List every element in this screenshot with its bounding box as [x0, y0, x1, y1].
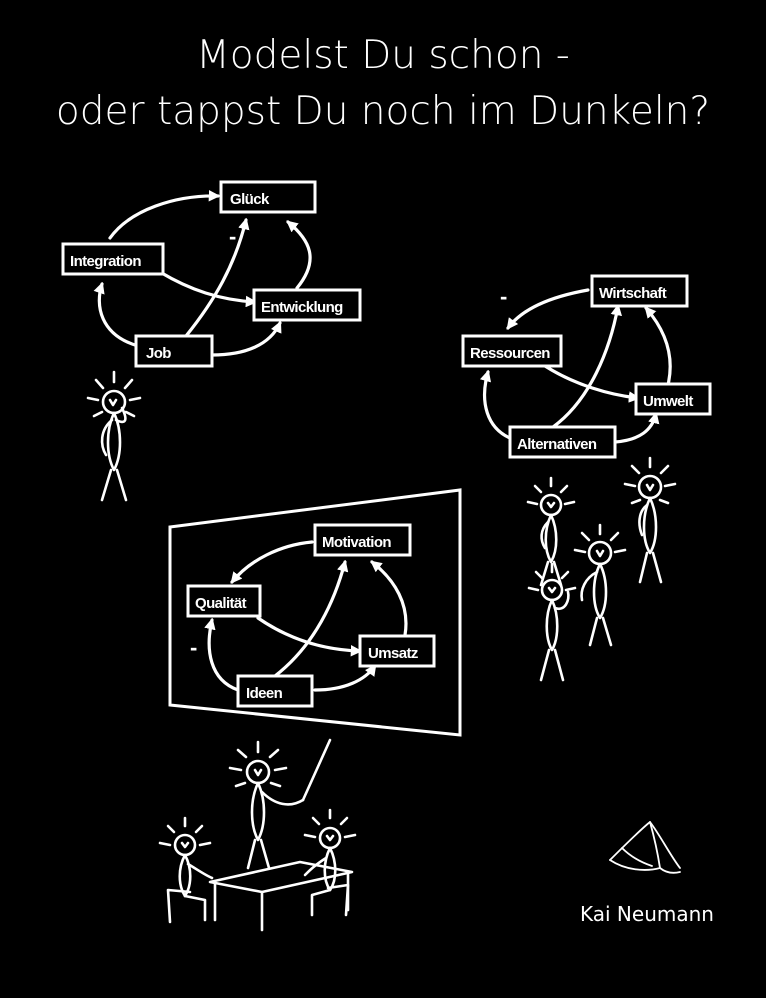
stick-figure-icon [228, 738, 332, 870]
node-umsatz-box [358, 634, 436, 668]
node-umwelt-box [634, 382, 712, 416]
arrow-icon [158, 270, 258, 308]
node-motivation: Motivation [322, 534, 391, 551]
diagram-1-arrows [93, 190, 312, 357]
table [208, 860, 354, 894]
author-name: Kai Neumann [580, 902, 714, 926]
thinking-light-icon [623, 456, 677, 505]
node-ressourcen: Ressourcen [470, 345, 550, 362]
title-line-2: oder tappst Du noch im Dunkeln? [55, 89, 711, 134]
arrow-icon [184, 217, 250, 338]
node-entwicklung: Entwicklung [261, 299, 343, 316]
node-motivation-box [313, 523, 412, 557]
thinking-light-icon [526, 476, 576, 506]
node-ressourcen-box [461, 334, 563, 368]
stick-figure-icon [527, 562, 577, 682]
thinking-light-icon [527, 562, 577, 592]
presentation-screen: Motivation Qualität Umsatz Ideen - [168, 488, 462, 737]
arrow-icon [93, 281, 140, 348]
arrow-icon [230, 540, 314, 584]
arrow-icon [370, 560, 408, 637]
arrow-icon [479, 369, 517, 442]
node-wirtschaft-box [590, 274, 689, 308]
arrow-icon [543, 364, 641, 403]
stick-figure-icon [303, 808, 357, 917]
minus-sign: - [190, 635, 197, 660]
thinking-light-icon [303, 808, 357, 839]
thinking-light-icon [228, 740, 288, 788]
node-glueck: Glück [230, 191, 270, 208]
arrow-icon [551, 303, 623, 429]
thinking-light-icon [573, 523, 627, 554]
title-line-1: Modelst Du schon - [196, 33, 570, 78]
node-qualitaet-box [186, 584, 262, 618]
node-integration-box [61, 242, 165, 276]
thinking-light-icon [86, 370, 142, 418]
node-qualitaet: Qualität [195, 595, 247, 612]
signature-logo-icon [609, 821, 681, 874]
arrow-icon [273, 559, 349, 678]
diagram-1: Glück Integration Entwicklung Job - [61, 180, 362, 368]
node-glueck-box [219, 180, 317, 214]
stick-figure-group [526, 456, 677, 682]
arrow-icon [613, 411, 660, 444]
node-job-box [134, 334, 214, 368]
diagram-2: Wirtschaft Ressourcen Umwelt Alternative… [461, 274, 712, 459]
arrow-icon [506, 288, 590, 330]
stick-figure-icon [526, 476, 576, 587]
node-wirtschaft: Wirtschaft [599, 285, 667, 302]
thinking-light-icon [158, 816, 212, 847]
arrow-icon [313, 664, 377, 692]
chair [166, 888, 192, 924]
arrow-icon [644, 306, 672, 387]
arrow-icon [108, 190, 221, 240]
arrow-icon [286, 220, 312, 290]
stick-figure-icon [573, 523, 627, 647]
stick-figure-icon [86, 370, 142, 502]
node-integration: Integration [70, 253, 141, 270]
meeting-scene [158, 738, 357, 932]
node-umwelt: Umwelt [643, 393, 693, 410]
diagram-3-arrows [204, 540, 408, 692]
minus-sign: - [500, 284, 507, 309]
node-ideen: Ideen [246, 685, 283, 702]
node-alternativen-box [508, 425, 617, 459]
node-umsatz: Umsatz [368, 645, 418, 662]
diagram-2-arrows [479, 288, 672, 444]
minus-sign: - [229, 224, 236, 249]
node-job: Job [146, 345, 171, 362]
arrow-icon [210, 320, 282, 357]
node-ideen-box [236, 674, 314, 708]
stick-figure-icon [158, 816, 214, 924]
node-entwicklung-box [252, 288, 362, 322]
node-alternativen: Alternativen [517, 436, 597, 453]
stick-figure-icon [623, 456, 677, 584]
pointer-stick [301, 738, 332, 802]
cover-title: Modelst Du schon - oder tappst Du noch i… [0, 28, 766, 140]
chair [326, 883, 350, 917]
arrow-icon [204, 617, 240, 692]
